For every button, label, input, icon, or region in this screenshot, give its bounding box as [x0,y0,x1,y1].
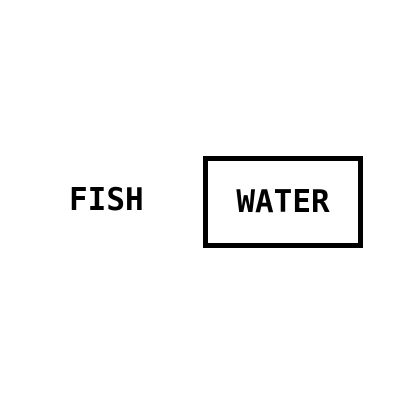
boxed-word-label: WATER [236,183,330,220]
left-word-label: FISH [69,182,144,218]
word-box: WATER [203,156,363,248]
